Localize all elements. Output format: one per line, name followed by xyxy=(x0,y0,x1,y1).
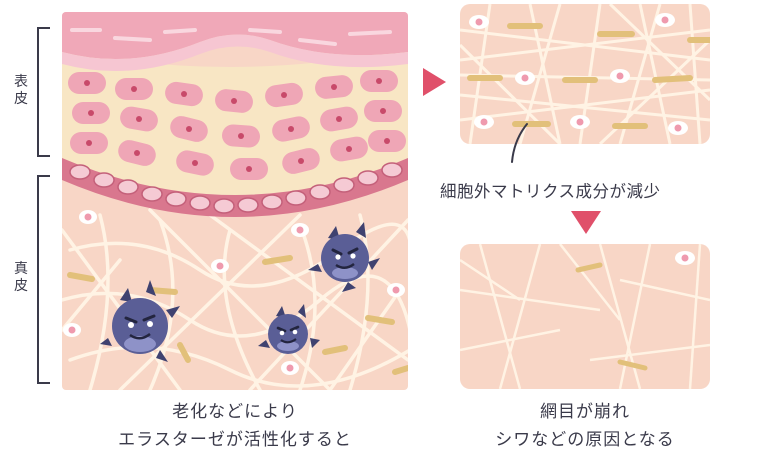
right-caption-line2: シワなどの原因となる xyxy=(495,430,675,450)
elastase-enzyme-3 xyxy=(258,304,320,354)
healthy-matrix-panel xyxy=(460,4,710,144)
left-caption: 老化などにより エラスターゼが活性化すると xyxy=(62,398,408,454)
pointer-line xyxy=(511,123,528,163)
left-caption-line2: エラスターゼが活性化すると xyxy=(118,430,352,450)
dermis-label: 真皮 xyxy=(14,261,28,294)
epidermis-bracket xyxy=(37,27,50,157)
right-caption-line1: 網目が崩れ xyxy=(540,402,630,422)
right-arrow xyxy=(423,68,446,96)
degraded-matrix-panel xyxy=(460,244,710,389)
dermis-bracket xyxy=(37,175,50,384)
elastase-enzyme-1 xyxy=(100,280,180,362)
right-caption: 網目が崩れ シワなどの原因となる xyxy=(460,398,710,454)
epidermis-label: 表皮 xyxy=(14,74,28,107)
left-caption-line1: 老化などにより xyxy=(172,402,298,422)
down-arrow xyxy=(571,211,601,234)
elastase-enzyme-2 xyxy=(308,222,380,292)
skin-cross-section xyxy=(62,12,408,390)
matrix-decrease-text: 細胞外マトリクス成分が減少 xyxy=(440,182,661,201)
